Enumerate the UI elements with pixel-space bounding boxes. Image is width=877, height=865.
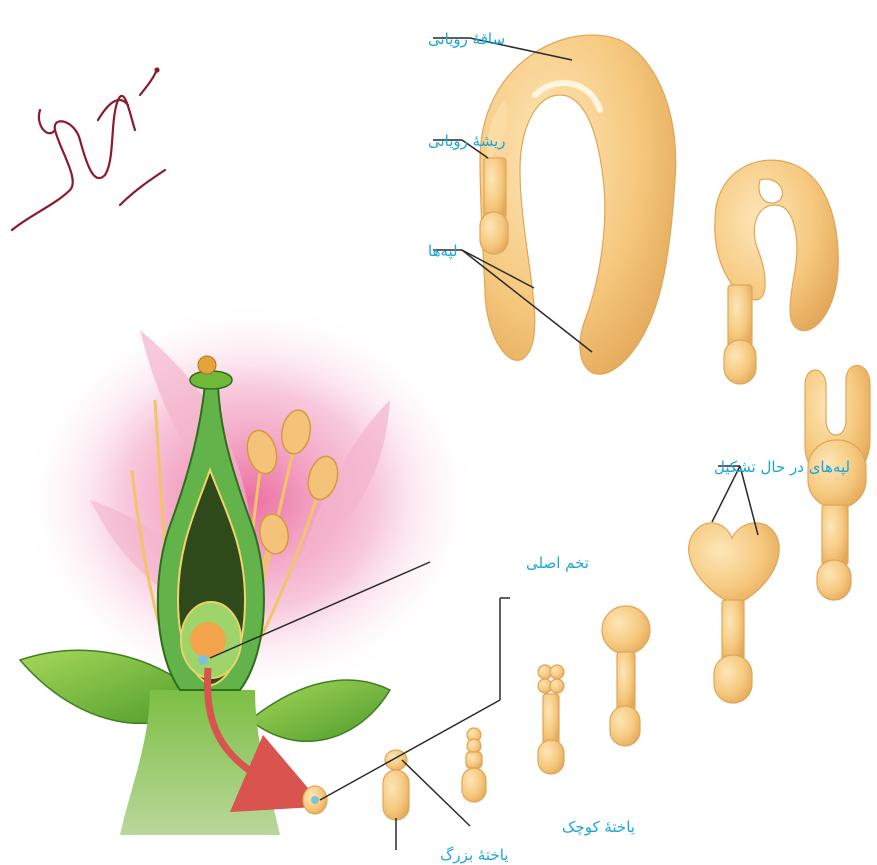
label-embryonic-root: ریشهٔ رویانی xyxy=(428,132,506,150)
stigma xyxy=(190,371,232,389)
stage-walking-stick xyxy=(715,160,838,384)
stage-torpedo xyxy=(805,366,870,600)
stage-mature xyxy=(480,35,676,374)
zygote-in-ovule xyxy=(198,655,208,665)
label-embryonic-stem: ساقهٔ رویانی xyxy=(428,30,505,48)
pollen-grain xyxy=(198,356,216,374)
label-forming-cotyledons: لپه‌های در حال تشکیل xyxy=(714,458,850,477)
stage-two-cell xyxy=(383,750,409,820)
stage-early xyxy=(462,728,486,802)
label-small-cell: یاختهٔ کوچک xyxy=(562,818,635,836)
stage-octant xyxy=(538,665,564,774)
handwritten-signature xyxy=(12,69,165,231)
label-large-cell: یاختهٔ بزرگ xyxy=(440,846,508,864)
label-cotyledons: لپه‌ها xyxy=(428,242,458,261)
stage-globular xyxy=(602,606,650,746)
flower-illustration xyxy=(20,300,480,835)
label-zygote: تخم اصلی xyxy=(526,554,589,572)
stage-heart xyxy=(689,523,780,703)
stage-zygote xyxy=(303,786,327,814)
